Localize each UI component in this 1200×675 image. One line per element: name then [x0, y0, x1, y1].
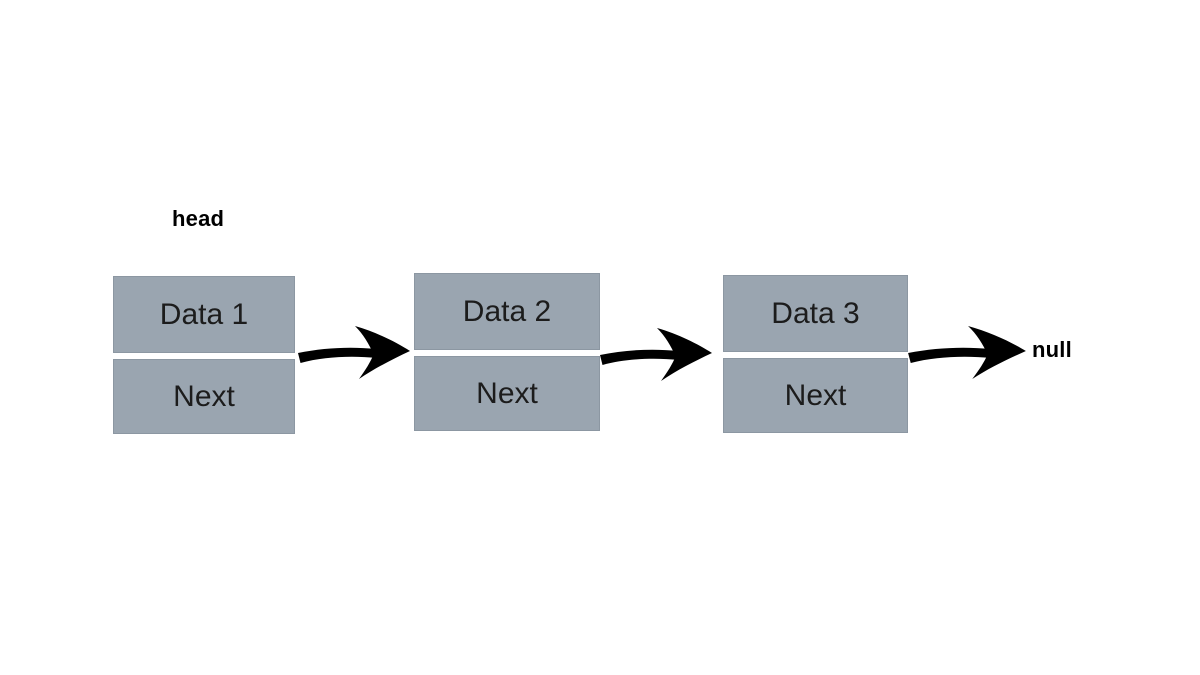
null-label: null [1032, 337, 1072, 362]
node-3-data-field: Data 3 [723, 275, 908, 352]
head-label: head [172, 206, 225, 231]
node-3-next-field: Next [723, 358, 908, 433]
node-2-data-field: Data 2 [414, 273, 600, 350]
list-node-1: Data 1 Next [113, 276, 295, 434]
list-node-3: Data 3 Next [723, 275, 908, 433]
null-pointer-arrow-icon [906, 318, 1028, 382]
next-pointer-arrow-icon [598, 320, 714, 384]
list-node-2: Data 2 Next [414, 273, 600, 431]
node-1-next-field: Next [113, 359, 295, 434]
next-pointer-arrow-icon [296, 318, 412, 382]
node-2-next-field: Next [414, 356, 600, 431]
node-1-data-field: Data 1 [113, 276, 295, 353]
